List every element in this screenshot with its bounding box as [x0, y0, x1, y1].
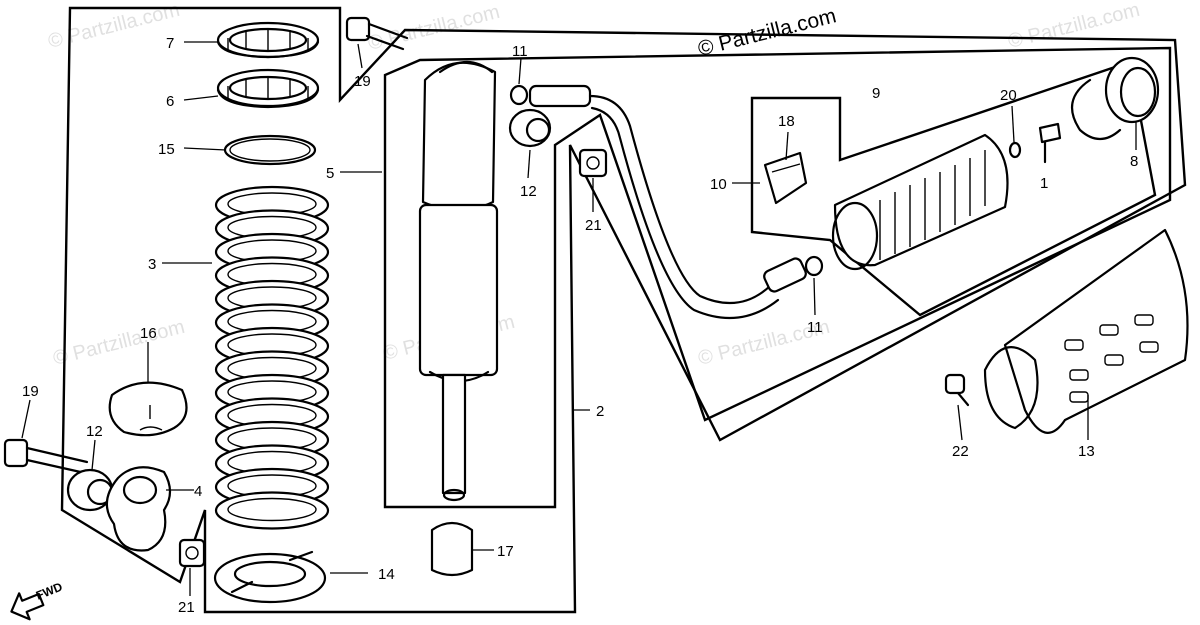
callout-6: 6	[166, 93, 174, 110]
watermark-top: © Partzilla.com	[696, 4, 839, 61]
circlip	[1070, 78, 1122, 141]
callout-7: 7	[166, 35, 174, 52]
reservoir-frame-9	[750, 60, 1157, 317]
shock-body-frame-5	[383, 46, 1172, 509]
callout-17: 17	[497, 543, 514, 560]
nut-21-upper	[578, 148, 608, 178]
protector-18	[763, 151, 808, 205]
callout-5: 5	[326, 165, 334, 182]
lower-joint-4	[105, 466, 172, 552]
callout-3: 3	[148, 256, 156, 273]
bump-rubber-17	[430, 521, 474, 577]
reservoir-hose	[528, 84, 807, 320]
nut-21-lower	[178, 538, 206, 568]
callout-21-lower: 21	[178, 599, 195, 616]
callout-15: 15	[158, 141, 175, 158]
callout-1: 1	[1040, 175, 1048, 192]
callout-14: 14	[378, 566, 395, 583]
callout-22: 22	[952, 443, 969, 460]
reservoir-9	[831, 133, 1009, 271]
fwd-arrow-icon: FWD	[10, 579, 65, 621]
callout-21-upper: 21	[585, 217, 602, 234]
callout-9: 9	[872, 85, 880, 102]
watermark-text: © Partzilla.com	[51, 316, 187, 370]
fwd-label: FWD	[34, 579, 65, 602]
o-ring-20	[1008, 141, 1022, 159]
callout-10: 10	[710, 176, 727, 193]
cap-8	[1104, 56, 1160, 124]
valve-1	[1038, 122, 1062, 164]
bracket-13	[983, 228, 1189, 434]
washer-11-lower	[804, 255, 824, 277]
callout-8: 8	[1130, 153, 1138, 170]
collar-12-right	[508, 108, 552, 148]
bolt-19-top	[345, 16, 409, 51]
callout-11-top: 11	[512, 43, 528, 60]
spring-seat-14	[213, 550, 327, 604]
leader-lines	[21, 41, 1137, 596]
callout-12-right: 12	[520, 183, 537, 200]
callout-16: 16	[140, 325, 157, 342]
washer-11-top	[509, 84, 529, 106]
spring-guide-15	[223, 134, 317, 166]
watermark-text: © Partzilla.com	[1006, 0, 1142, 53]
callout-4: 4	[194, 483, 202, 500]
bump-stop-16	[108, 381, 188, 437]
assembly-frame-1	[60, 6, 1187, 614]
shock-absorber-5	[418, 60, 499, 502]
callout-13: 13	[1078, 443, 1095, 460]
callout-20: 20	[1000, 87, 1017, 104]
callout-19-left: 19	[22, 383, 39, 400]
callout-labels: 7 6 15 3 5 19 11 12 21 9 18 10 20 8 11 1…	[22, 35, 1138, 616]
adjuster-nut-6	[216, 68, 320, 109]
collar-12-left	[66, 468, 114, 512]
bolt-19-left	[3, 438, 89, 475]
bolt-22	[944, 373, 970, 407]
callout-11-lower: 11	[807, 319, 823, 336]
callout-2: 2	[596, 403, 604, 420]
callout-19-top: 19	[354, 73, 371, 90]
callout-12-left: 12	[86, 423, 103, 440]
locknut-7	[216, 21, 320, 59]
coil-spring-3	[214, 185, 330, 530]
callout-18: 18	[778, 113, 795, 130]
watermark-text: © Partzilla.com	[366, 1, 502, 55]
